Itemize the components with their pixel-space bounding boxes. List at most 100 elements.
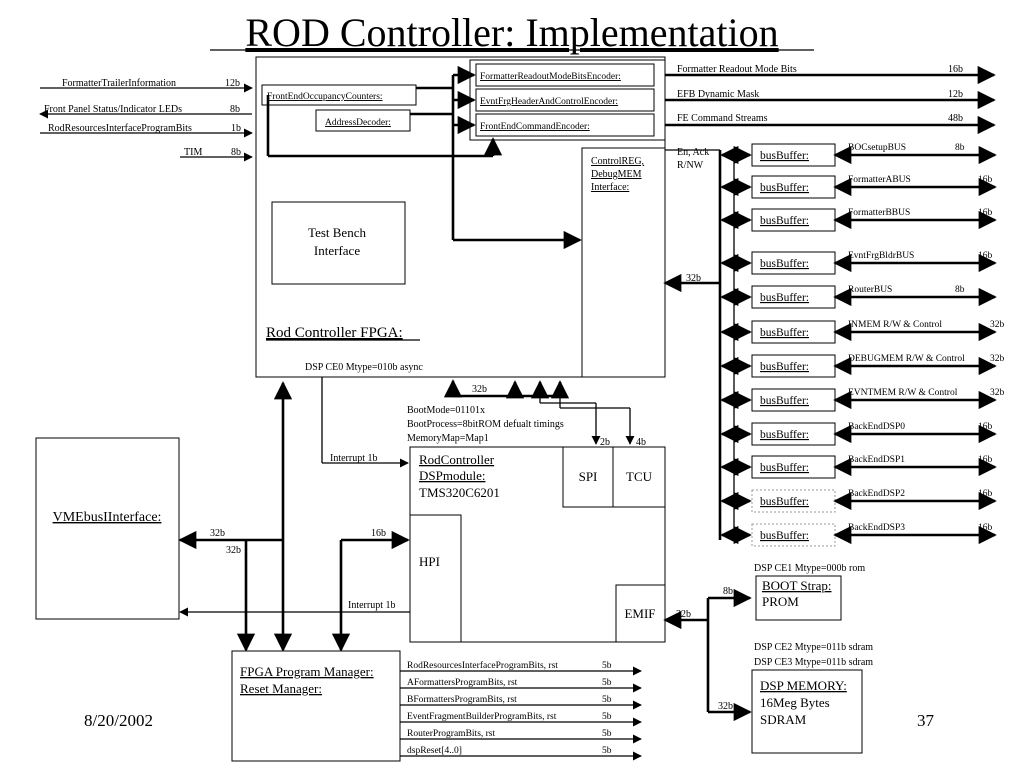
tcu-box <box>612 446 666 508</box>
bus-bits-label: 32b <box>990 354 1005 364</box>
input-trailer-label: FormatterTrailerInformation <box>62 78 176 89</box>
vme-interface-label: VMEbusIInterface: <box>53 510 162 525</box>
manager-output-bits: 5b <box>602 712 612 722</box>
hpi-box <box>409 514 462 643</box>
interrupt-top-label: Interrupt 1b <box>330 453 378 464</box>
manager-output-bits: 5b <box>602 695 612 705</box>
vme-interface-box <box>35 437 180 620</box>
bus-name-label: RouterBUS <box>848 285 892 295</box>
hpi-label: HPI <box>419 554 440 569</box>
dsp-ce1-label: DSP CE1 Mtype=000b rom <box>754 563 865 574</box>
readout-mode-encoder-box <box>475 63 655 87</box>
manager-output-bits: 5b <box>602 729 612 739</box>
input-trailer-bits: 12b <box>225 78 240 89</box>
control-reg-line2: DebugMEM <box>591 169 642 180</box>
bus-name-label: BOCsetupBUS <box>848 143 906 153</box>
dsp-ce2-label: DSP CE2 Mtype=011b sdram <box>754 642 873 653</box>
fpga-dsp-bus-32b: 32b <box>472 384 487 395</box>
dsp-module-line1: RodController <box>419 452 495 467</box>
bus-buffer-label: busBuffer: <box>760 327 809 339</box>
bus-name-label: EvntFrgBldrBUS <box>848 251 914 261</box>
fpga-manager-line1: FPGA Program Manager: <box>240 664 374 679</box>
manager-output-bits: 5b <box>602 661 612 671</box>
bus-name-label: BackEndDSP1 <box>848 455 905 465</box>
bus-name-label: BackEndDSP0 <box>848 422 905 432</box>
bus-bits-label: 8b <box>955 285 965 295</box>
bus-bits-label: 16b <box>978 523 993 533</box>
emif-box <box>615 584 666 643</box>
dsp-ce3-label: DSP CE3 Mtype=011b sdram <box>754 657 873 668</box>
manager-output-label: dspReset[4..0] <box>407 746 462 756</box>
dsp-memory-line1: DSP MEMORY: <box>760 678 847 693</box>
address-decoder-box <box>315 109 411 132</box>
bus-buffer-label: busBuffer: <box>760 462 809 474</box>
bus-bits-label: 32b <box>990 388 1005 398</box>
fpga-program-manager-box <box>231 650 401 762</box>
manager-output-label: EventFragmentBuilderProgramBits, rst <box>407 712 557 722</box>
occupancy-counters-label: FrontEndOccupancyCounters: <box>267 92 383 102</box>
input-leds-bits: 8b <box>230 104 240 115</box>
bus-bits-label: 16b <box>978 422 993 432</box>
manager-output-label: RodResourcesInterfaceProgramBits, rst <box>407 660 558 671</box>
bus-buffer-label: busBuffer: <box>760 361 809 373</box>
manager-output-label: BFormattersProgramBits, rst <box>407 695 517 705</box>
dsp-chip-label: TMS320C6201 <box>419 485 500 500</box>
bus-buffer-label: busBuffer: <box>760 496 809 508</box>
bus-bits-label: 16b <box>978 251 993 261</box>
manager-output-label: AFormattersProgramBits, rst <box>407 678 518 688</box>
boot-prom-box <box>755 575 842 621</box>
efb-encoder-box <box>475 88 655 112</box>
bus-buffer-label: busBuffer: <box>760 530 809 542</box>
bus-name-label: DEBUGMEM R/W & Control <box>848 354 965 364</box>
dsp-module-line2: DSPmodule: <box>419 468 485 483</box>
bus-buffer-label: busBuffer: <box>760 215 809 227</box>
output-readout-mode-bits: 16b <box>948 64 963 75</box>
en-ack-label: En, Ack <box>677 147 709 158</box>
control-reg-32b-label: 32b <box>686 273 701 284</box>
rod-fpga-label: Rod Controller FPGA: <box>266 325 403 341</box>
boot-process-text: BootProcess=8bitROM defualt timings <box>407 419 564 430</box>
output-fe-bits: 48b <box>948 113 963 124</box>
test-bench-line1: Test Bench <box>308 225 366 240</box>
bus-bits-label: 8b <box>955 143 965 153</box>
control-reg-line3: Interface: <box>591 182 629 193</box>
occupancy-counters-box <box>261 84 417 106</box>
readout-mode-encoder-label: FormatterReadoutModeBitsEncoder: <box>480 72 621 82</box>
input-leds-label: Front Panel Status/Indicator LEDs <box>44 104 182 115</box>
bus-buffer-label: busBuffer: <box>760 395 809 407</box>
output-efb-label: EFB Dynamic Mask <box>677 89 759 100</box>
bus-name-label: INMEM R/W & Control <box>848 320 942 330</box>
test-bench-line2: Interface <box>314 243 360 258</box>
fe-command-encoder-box <box>475 113 655 137</box>
input-tim-bits: 8b <box>231 147 241 158</box>
bus-bits-label: 16b <box>978 455 993 465</box>
fpga-manager-line2: Reset Manager: <box>240 681 322 696</box>
emif-label: EMIF <box>624 606 655 621</box>
bus-buffer-label: busBuffer: <box>760 429 809 441</box>
bus-name-label: BackEndDSP3 <box>848 523 905 533</box>
boot-prom-line1: BOOT Strap: <box>762 578 831 593</box>
footer-date: 8/20/2002 <box>84 711 153 730</box>
prom-bits: 8b <box>723 586 733 597</box>
bus-name-label: FormatterABUS <box>848 175 911 185</box>
bus-name-label: FormatterBBUS <box>848 208 910 218</box>
efb-encoder-label: EvntFrgHeaderAndControlEncoder: <box>480 97 618 107</box>
manager-output-bits: 5b <box>602 746 612 756</box>
bus-buffer-label: busBuffer: <box>760 150 809 162</box>
spi-bits: 2b <box>600 437 610 448</box>
control-reg-box <box>581 147 666 378</box>
output-fe-label: FE Command Streams <box>677 113 768 124</box>
bus-name-label: EVNTMEM R/W & Control <box>848 388 958 398</box>
bus-name-label: BackEndDSP2 <box>848 489 905 499</box>
vme-bits-a: 32b <box>210 528 225 539</box>
bus-buffer-label: busBuffer: <box>760 258 809 270</box>
bus-buffer-group: busBuffer: BOCsetupBUS 8b busBuffer: Formatt… <box>720 143 1005 547</box>
sdram-bits: 32b <box>718 701 733 712</box>
bus-bits-label: 16b <box>978 208 993 218</box>
rnw-label: R/NW <box>677 160 704 171</box>
dsp-ce0-label: DSP CE0 Mtype=010b async <box>305 362 423 373</box>
tcu-label: TCU <box>626 469 653 484</box>
dsp-memory-line2: 16Meg Bytes <box>760 695 830 710</box>
